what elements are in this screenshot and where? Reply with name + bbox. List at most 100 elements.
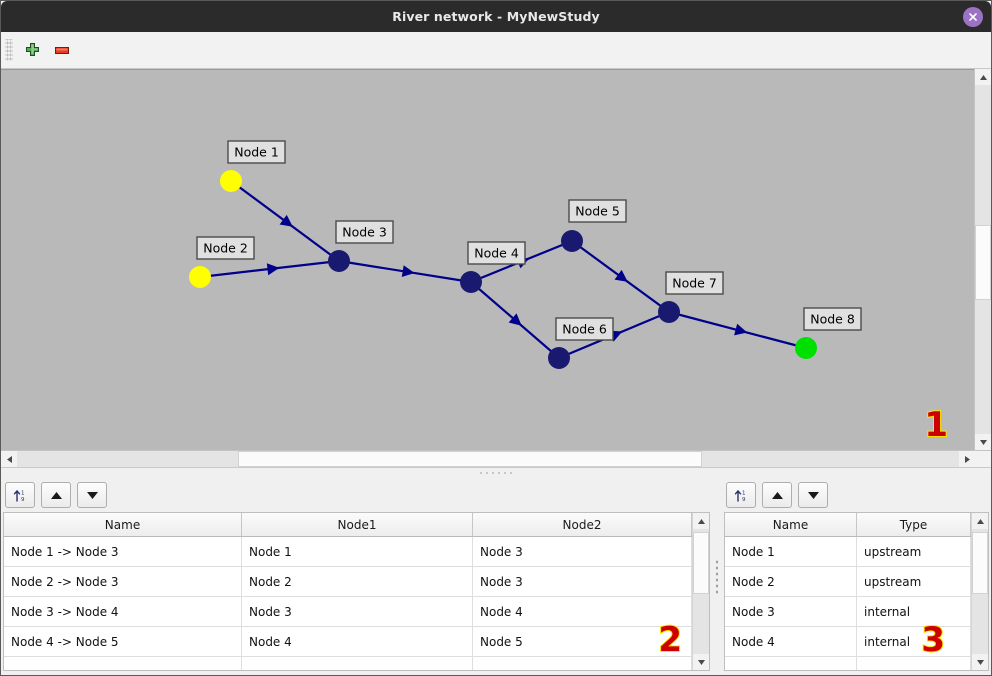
table-cell[interactable]: Node 1 — [241, 536, 473, 567]
reaches-vscroll-track[interactable] — [693, 529, 709, 654]
graph-node-internal[interactable] — [460, 271, 482, 293]
scroll-up-icon[interactable] — [975, 69, 991, 85]
graph-node-label[interactable]: Node 6 — [555, 317, 614, 341]
reaches-column-header[interactable]: Node2 — [472, 513, 692, 537]
graph-node-upstream[interactable] — [189, 266, 211, 288]
graph-node-label[interactable]: Node 7 — [665, 271, 724, 295]
table-cell[interactable]: upstream — [856, 536, 971, 567]
graph-vertical-scrollbar[interactable] — [974, 69, 991, 450]
graph-node-label[interactable]: Node 2 — [196, 236, 255, 260]
table-cell[interactable]: Node 1 — [725, 536, 857, 567]
node-labels-layer: Node 1 Node 2 Node 3 Node 4 Node 5 Node 6 Node… — [196, 140, 862, 341]
nodes-scroll-down-icon[interactable] — [972, 654, 988, 670]
reaches-move-down-button[interactable] — [77, 482, 107, 508]
graph-node-label[interactable]: Node 5 — [568, 199, 627, 223]
nodes-vscroll-track[interactable] — [972, 529, 988, 654]
table-cell[interactable]: Node 3 — [472, 566, 692, 597]
table-cell[interactable]: Node 4 — [472, 596, 692, 627]
table-cell[interactable]: Node 3 — [725, 596, 857, 627]
nodes-sort-button[interactable]: 1 9 — [726, 482, 756, 508]
graph-hscroll-track[interactable] — [17, 451, 959, 467]
graph-node-label[interactable]: Node 3 — [335, 220, 394, 244]
horizontal-splitter[interactable] — [1, 467, 991, 478]
scroll-down-icon[interactable] — [975, 434, 991, 450]
svg-text:9: 9 — [21, 497, 25, 503]
remove-node-button[interactable] — [47, 35, 77, 65]
toolbar-drag-handle[interactable] — [5, 39, 13, 61]
graph-node-label-text: Node 6 — [562, 322, 607, 337]
reaches-vscroll-thumb[interactable] — [693, 531, 709, 594]
nodes-column-header[interactable]: Name — [725, 513, 857, 537]
table-cell[interactable]: Node 1 -> Node 3 — [4, 536, 242, 567]
nodes-vertical-scrollbar[interactable] — [971, 513, 988, 670]
table-cell-empty — [4, 656, 242, 670]
table-cell-empty — [241, 656, 473, 670]
table-cell[interactable]: Node 2 — [725, 566, 857, 597]
reaches-sort-button[interactable]: 1 9 — [5, 482, 35, 508]
reaches-move-up-button[interactable] — [41, 482, 71, 508]
table-cell[interactable]: Node 4 — [241, 626, 473, 657]
table-cell[interactable]: internal — [856, 626, 971, 657]
graph-vscroll-thumb[interactable] — [975, 224, 991, 300]
graph-horizontal-scrollbar[interactable] — [1, 450, 991, 467]
nodes-button-bar: 1 9 — [722, 478, 991, 512]
nodes-column-header[interactable]: Type — [856, 513, 971, 537]
annotation-badge-2: 2 — [657, 620, 683, 660]
graph-node-downstream[interactable] — [795, 337, 817, 359]
graph-vscroll-track[interactable] — [975, 85, 991, 434]
table-cell[interactable]: Node 4 — [725, 626, 857, 657]
nodes-move-down-button[interactable] — [798, 482, 828, 508]
graph-node-internal[interactable] — [658, 301, 680, 323]
nodes-move-up-button[interactable] — [762, 482, 792, 508]
reaches-scroll-down-icon[interactable] — [693, 654, 709, 670]
graph-node-upstream[interactable] — [220, 170, 242, 192]
nodes-vscroll-thumb[interactable] — [972, 531, 988, 594]
edges-layer — [199, 180, 807, 360]
table-cell[interactable]: internal — [856, 596, 971, 627]
graph-node-label[interactable]: Node 1 — [227, 140, 286, 164]
table-cell[interactable]: upstream — [856, 566, 971, 597]
graph-node-internal[interactable] — [548, 347, 570, 369]
table-cell[interactable]: Node 2 -> Node 3 — [4, 566, 242, 597]
graph-node-label-text: Node 3 — [342, 225, 387, 240]
vertical-splitter[interactable] — [712, 478, 722, 675]
scroll-left-icon[interactable] — [1, 451, 17, 467]
graph-hscroll-thumb[interactable] — [238, 451, 702, 467]
scroll-right-icon[interactable] — [959, 451, 975, 467]
table-cell[interactable]: Node 3 — [472, 536, 692, 567]
graph-node-internal[interactable] — [561, 230, 583, 252]
table-cell[interactable]: Node 4 -> Node 5 — [4, 626, 242, 657]
nodes-scroll-up-icon[interactable] — [972, 513, 988, 529]
graph-node-label-box — [555, 317, 614, 341]
add-node-button[interactable] — [17, 35, 47, 65]
graph-node-label[interactable]: Node 4 — [467, 241, 526, 265]
network-diagram: Node 1 Node 2 Node 3 Node 4 Node 5 Node 6 Node… — [189, 140, 862, 369]
reaches-column-header[interactable]: Node1 — [241, 513, 473, 537]
network-canvas[interactable]: Node 1 Node 2 Node 3 Node 4 Node 5 Node 6 Node… — [1, 69, 974, 450]
table-cell[interactable]: Node 3 — [241, 596, 473, 627]
table-cell[interactable]: Node 3 -> Node 4 — [4, 596, 242, 627]
graph-node-internal[interactable] — [328, 250, 350, 272]
table-cell[interactable]: Node 5 — [472, 626, 692, 657]
close-icon[interactable] — [963, 6, 983, 27]
reaches-vertical-scrollbar[interactable] — [692, 513, 709, 670]
graph-node-label[interactable]: Node 8 — [803, 307, 862, 331]
reaches-column-header[interactable]: Name — [4, 513, 242, 537]
table-cell[interactable]: Node 2 — [241, 566, 473, 597]
reaches-scroll-up-icon[interactable] — [693, 513, 709, 529]
annotation-badge-1: 1 — [923, 405, 949, 445]
